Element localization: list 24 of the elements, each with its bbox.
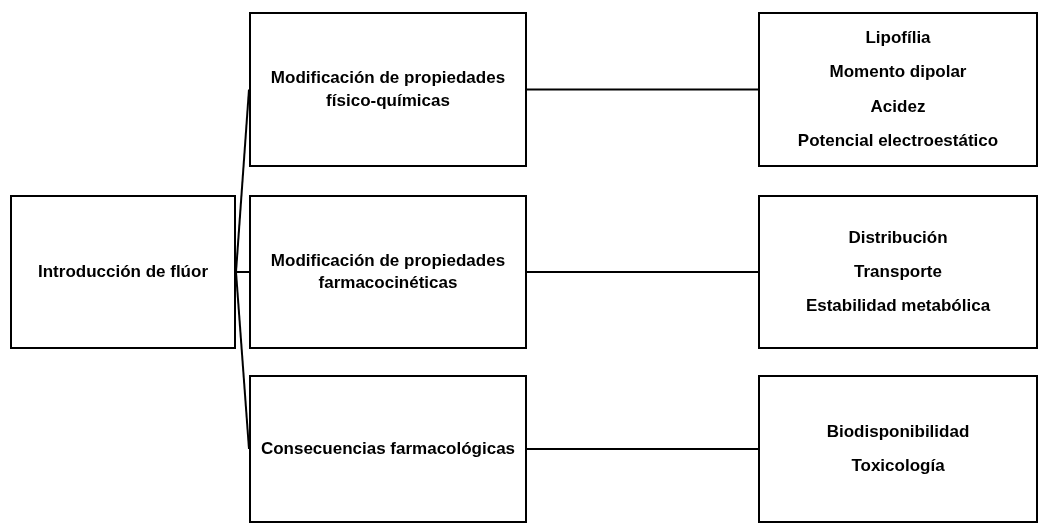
box-text: Distribución <box>848 226 948 249</box>
box-text: Lipofília <box>865 27 931 50</box>
box-text: Momento dipolar <box>829 61 967 84</box>
box-text: Modificación de propiedades farmacocinéticas <box>269 249 507 294</box>
text-box <box>758 375 1038 523</box>
connector-line <box>526 271 759 273</box>
text-box <box>249 375 527 523</box>
text-box <box>249 12 527 167</box>
text-box <box>10 195 236 349</box>
box-text: Biodisponibilidad <box>826 420 970 443</box>
box-text: Acidez <box>870 95 926 118</box>
box-text: Toxicología <box>851 455 945 477</box>
box-text: Modificación de propiedades físico-químicas <box>269 67 507 112</box>
text-box <box>758 195 1038 349</box>
box-text: Consecuencias farmacológicas <box>260 437 516 460</box>
box-text: Potencial electroestático <box>797 129 999 152</box>
connector-line <box>235 271 250 273</box>
connector-line <box>526 88 759 91</box>
text-box <box>249 195 527 349</box>
connector-line <box>526 448 759 450</box>
box-text: Transporte <box>854 260 942 283</box>
box-text: Introducción de flúor <box>38 260 208 283</box>
text-box <box>758 12 1038 167</box>
box-text: Estabilidad metabólica <box>805 295 991 318</box>
